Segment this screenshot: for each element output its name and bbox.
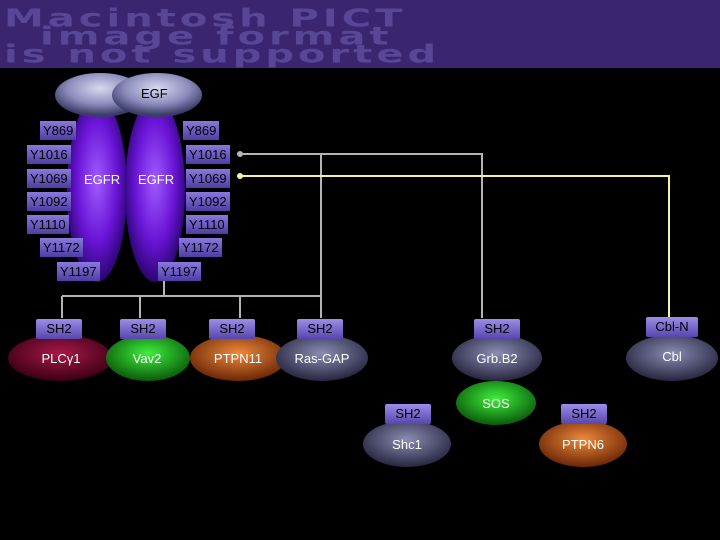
sh2-domain-vav2: SH2 xyxy=(120,319,166,339)
egf-label: EGF xyxy=(141,86,168,101)
site-y1172-right: Y1172 xyxy=(179,238,222,257)
placeholder-line: Macintosh PICT xyxy=(4,4,407,33)
site-y1197-left: Y1197 xyxy=(57,262,100,281)
site-y869-left: Y869 xyxy=(40,121,77,140)
egfr-right-body xyxy=(125,98,185,282)
sh2-domain-rasgap: SH2 xyxy=(297,319,343,339)
rasgap-protein xyxy=(276,335,368,381)
link-y1069-cbl xyxy=(240,175,670,318)
vav2-protein xyxy=(106,335,190,381)
link-dot-y1016 xyxy=(237,151,243,157)
unsupported-image-placeholder: Macintosh PICT image format is not suppo… xyxy=(0,0,720,68)
placeholder-line: is not supported xyxy=(4,40,441,68)
link-y1016-grb2 xyxy=(321,153,483,318)
link-dot-y1069 xyxy=(237,173,243,179)
site-y1069-right: Y1069 xyxy=(186,169,230,188)
link-y1197 xyxy=(163,280,321,297)
link-y1016 xyxy=(240,153,322,308)
sh2-domain-plcg1: SH2 xyxy=(36,319,82,339)
shc1-protein xyxy=(363,421,451,467)
placeholder-line: image format xyxy=(40,22,393,51)
grb2-label: Grb.B2 xyxy=(476,351,518,366)
ptpn6-protein xyxy=(539,421,627,467)
ptpn11-protein xyxy=(190,335,286,381)
egf-ligand xyxy=(112,73,202,117)
vav2-label: Vav2 xyxy=(132,351,162,366)
plcg1-protein xyxy=(8,335,112,381)
egfr-right-label: EGFR xyxy=(138,172,175,187)
site-y1110-right: Y1110 xyxy=(186,215,228,234)
sh2-domain-ptpn6: SH2 xyxy=(561,404,607,424)
site-y869-right: Y869 xyxy=(183,121,220,140)
shc1-label: Shc1 xyxy=(392,437,422,452)
site-y1092-left: Y1092 xyxy=(27,192,71,211)
egfr-left-body xyxy=(67,98,127,282)
ptpn6-label: PTPN6 xyxy=(562,437,604,452)
site-y1092-right: Y1092 xyxy=(186,192,230,211)
site-y1016-left: Y1016 xyxy=(27,145,71,164)
cbl-n-domain: Cbl-N xyxy=(646,317,698,337)
site-y1197-right: Y1197 xyxy=(158,262,201,281)
plcg1-label: PLCγ1 xyxy=(41,351,81,366)
site-y1069-left: Y1069 xyxy=(27,169,71,188)
sh2-domain-shc1: SH2 xyxy=(385,404,431,424)
sos-protein xyxy=(456,381,536,425)
rasgap-label: Ras-GAP xyxy=(294,351,350,366)
sos-label: SOS xyxy=(482,396,510,411)
site-y1016-right: Y1016 xyxy=(186,145,230,164)
sh2-domain-grb2: SH2 xyxy=(474,319,520,339)
grb2-protein xyxy=(452,335,542,381)
cbl-protein xyxy=(626,335,718,381)
ptpn11-label: PTPN11 xyxy=(213,351,263,366)
egfr-left-label: EGFR xyxy=(84,172,121,187)
site-y1172-left: Y1172 xyxy=(40,238,83,257)
sh2-domain-ptpn11: SH2 xyxy=(209,319,255,339)
site-y1110-left: Y1110 xyxy=(27,215,69,234)
cbl-label: Cbl xyxy=(662,349,682,364)
